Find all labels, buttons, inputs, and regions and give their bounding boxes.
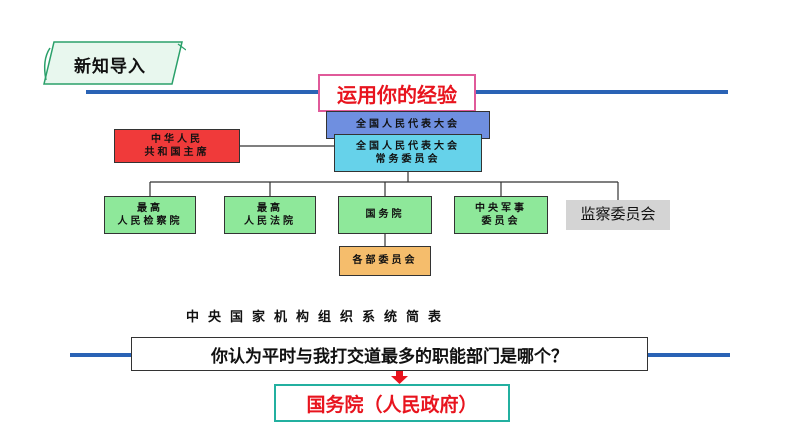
node-supreme-procuratorate: 最高 人民检察院 xyxy=(104,196,196,234)
node-central-military-commission: 中央军事 委员会 xyxy=(454,196,548,234)
node-supervision-commission: 监察委员会 xyxy=(566,200,670,230)
section-tag-label: 新知导入 xyxy=(74,57,146,77)
node-state-council: 国务院 xyxy=(338,196,432,234)
bottom-divider-line-right xyxy=(648,353,730,357)
diagram-caption: 中央国家机构组织系统简表 xyxy=(186,310,451,325)
node-ministries: 各部委员会 xyxy=(339,246,431,276)
diagram-title: 运用你的经验 xyxy=(318,74,476,112)
down-arrow-icon xyxy=(391,371,408,384)
top-divider-line-right xyxy=(476,90,728,94)
node-supreme-court: 最高 人民法院 xyxy=(224,196,316,234)
question-box: 你认为平时与我打交道最多的职能部门是哪个？ xyxy=(131,337,648,371)
top-divider-line xyxy=(86,90,318,94)
answer-box: 国务院（人民政府） xyxy=(274,384,510,422)
node-president: 中华人民 共和国主席 xyxy=(114,129,240,163)
section-tag-shape xyxy=(43,41,186,85)
node-npc-standing-committee: 全国人民代表大会 常务委员会 xyxy=(334,134,482,172)
bottom-divider-line-left xyxy=(70,353,132,357)
